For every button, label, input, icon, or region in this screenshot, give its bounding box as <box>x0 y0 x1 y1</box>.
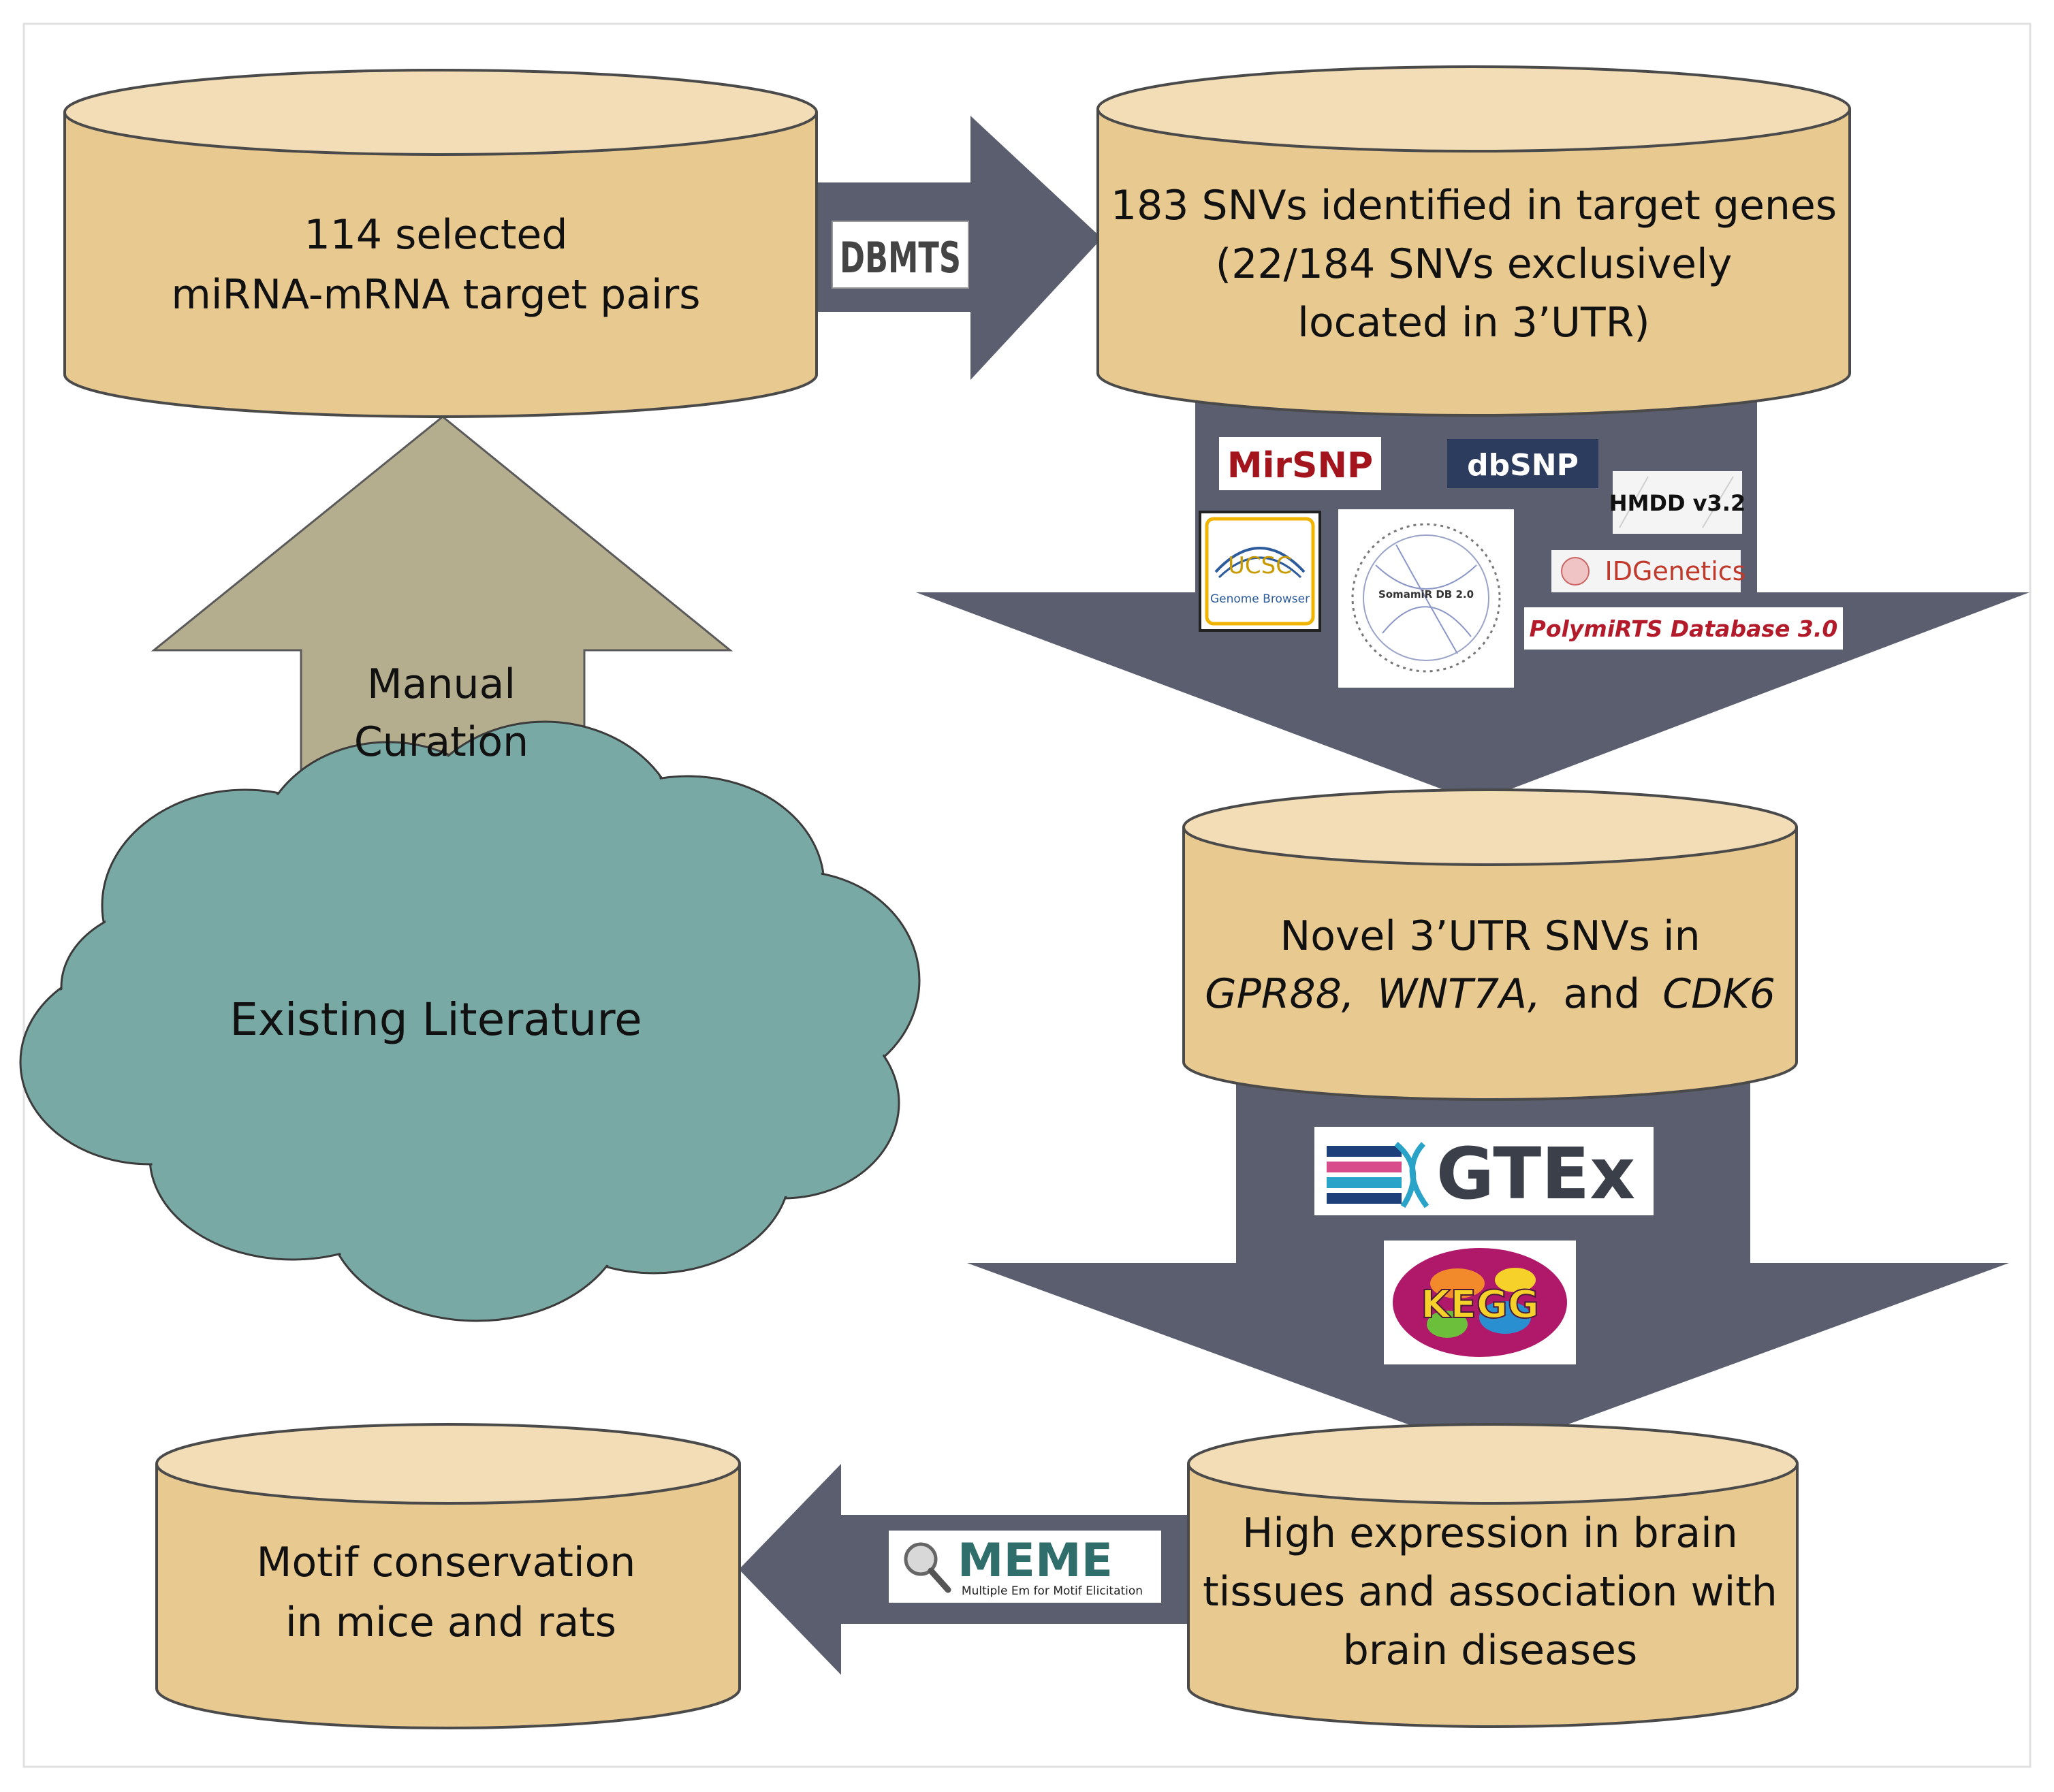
dbmts-logo: DBMTS <box>832 221 969 289</box>
svg-text:PolymiRTS Database 3.0: PolymiRTS Database 3.0 <box>1530 615 1838 642</box>
svg-text:UCSC: UCSC <box>1228 552 1292 579</box>
gtex-logo: GTEx <box>1314 1127 1654 1215</box>
svg-text:DBMTS: DBMTS <box>840 233 961 283</box>
motif-line-2: in mice and rats <box>285 1599 616 1646</box>
cylinder-high-expression <box>1187 1423 1799 1728</box>
somamir-logo: SomamiR DB 2.0 <box>1338 509 1514 688</box>
gtex-helix-icon <box>1327 1141 1429 1209</box>
literature-cloud-fill <box>22 724 917 1319</box>
target-pairs-line-1: 114 selected <box>304 211 568 259</box>
literature-label: Existing Literature <box>230 993 642 1046</box>
idgenetics-mark-icon <box>1561 557 1590 586</box>
magnifier-icon <box>904 1542 951 1593</box>
ucsc-logo: UCSC Genome Browser <box>1199 511 1321 632</box>
mirsnp-logo: MirSNP <box>1219 437 1381 490</box>
gene-wnt7a: WNT7A, <box>1377 970 1540 1018</box>
expression-line-1: High expression in brain <box>1242 1509 1738 1557</box>
novel-line-1: Novel 3’UTR SNVs in <box>1280 912 1700 960</box>
dbsnp-logo: dbSNP <box>1447 439 1598 488</box>
svg-text:dbSNP: dbSNP <box>1467 448 1579 483</box>
cylinder-snvs <box>1096 65 1851 417</box>
curation-label-1: Manual <box>367 660 516 708</box>
cylinder-novel-snvs <box>1182 788 1798 1101</box>
snvs-line-2: (22/184 SNVs exclusively <box>1216 240 1732 288</box>
gene-gpr88: GPR88, <box>1205 970 1355 1018</box>
expression-line-2: tissues and association with <box>1203 1568 1778 1616</box>
svg-text:SomamiR DB 2.0: SomamiR DB 2.0 <box>1378 588 1474 601</box>
target-pairs-line-2: miRNA-mRNA target pairs <box>171 271 700 319</box>
gene-cdk6: CDK6 <box>1662 970 1775 1018</box>
svg-text:Genome Browser: Genome Browser <box>1210 592 1310 606</box>
kegg-logo: KEGG <box>1384 1241 1576 1364</box>
motif-line-1: Motif conservation <box>257 1539 636 1586</box>
idgenetics-logo: IDGenetics <box>1551 550 1745 592</box>
svg-text:HMDD v3.2: HMDD v3.2 <box>1609 490 1745 516</box>
svg-text:KEGG: KEGG <box>1421 1283 1539 1327</box>
novel-line-2: GPR88, WNT7A, and CDK6 <box>1205 970 1775 1018</box>
svg-text:IDGenetics: IDGenetics <box>1605 556 1746 586</box>
meme-logo: MEME Multiple Em for Motif Elicitation <box>889 1531 1161 1603</box>
expression-line-3: brain diseases <box>1343 1627 1637 1674</box>
polymirts-logo: PolymiRTS Database 3.0 <box>1524 607 1843 650</box>
snvs-line-1: 183 SNVs identified in target genes <box>1111 182 1837 229</box>
curation-label-2: Curation <box>354 718 528 766</box>
snvs-line-3: located in 3’UTR) <box>1297 299 1649 347</box>
svg-text:MEME: MEME <box>958 1534 1113 1588</box>
svg-text:Multiple Em for Motif Elicitat: Multiple Em for Motif Elicitation <box>962 1584 1143 1598</box>
svg-text:GTEx: GTEx <box>1436 1132 1636 1215</box>
cylinder-target-pairs <box>63 69 818 418</box>
hmdd-logo: HMDD v3.2 <box>1609 471 1745 534</box>
svg-text:MirSNP: MirSNP <box>1227 445 1373 486</box>
gene-and: and <box>1563 970 1640 1018</box>
cylinder-motif <box>155 1423 741 1729</box>
